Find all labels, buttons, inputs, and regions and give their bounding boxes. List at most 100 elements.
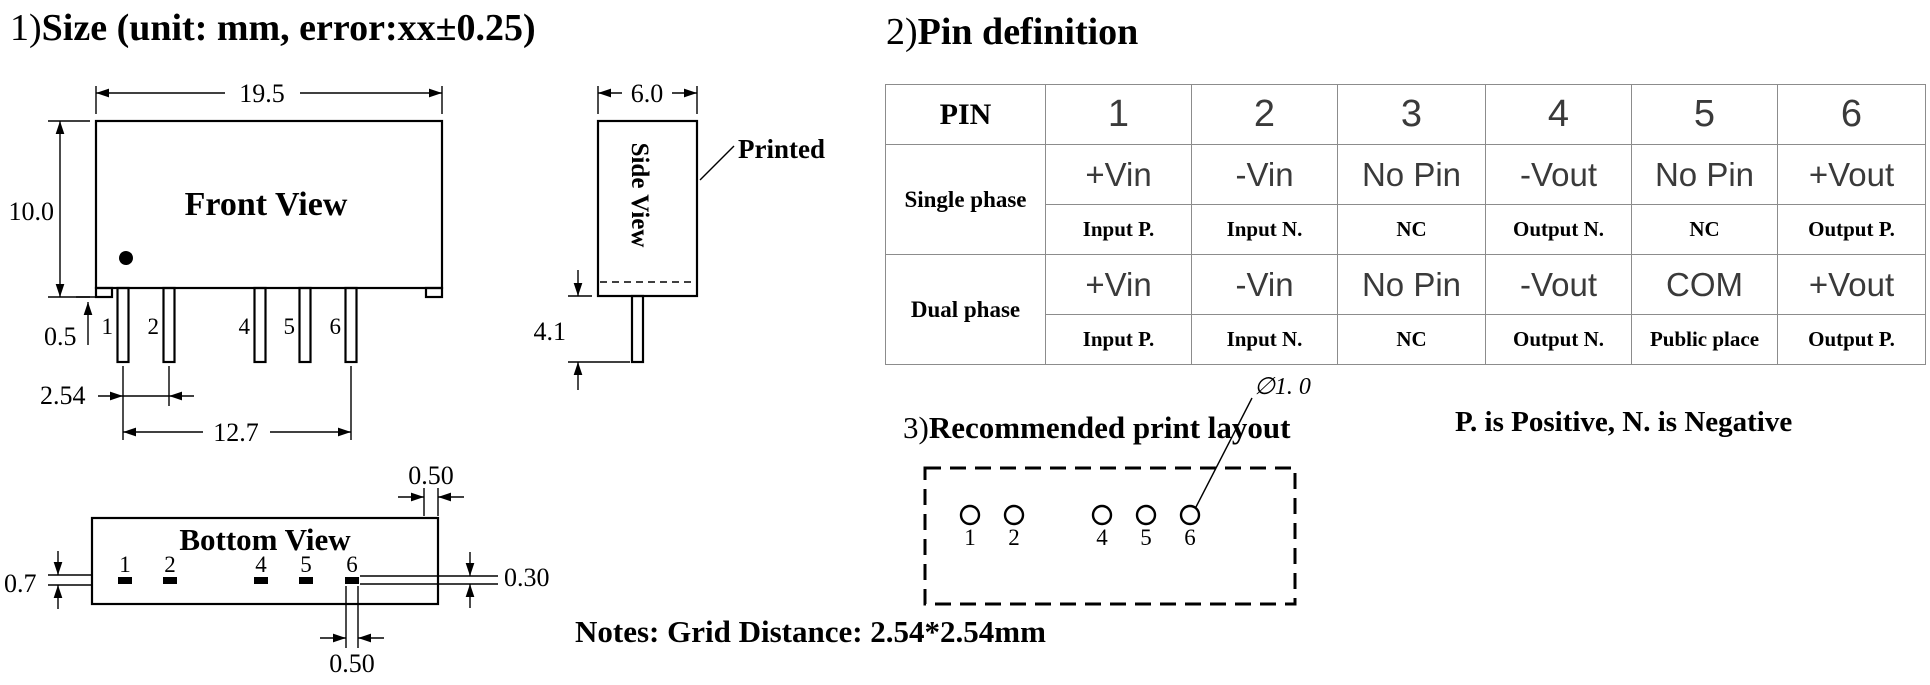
pad-number: 1 (964, 525, 976, 550)
value-cell: No Pin (1631, 144, 1778, 205)
dim-pin-length: 4.1 (534, 270, 630, 390)
pad-number: 6 (1184, 525, 1196, 550)
value-cell: -Vin (1191, 254, 1338, 315)
dim-text: 0.50 (408, 461, 454, 490)
label-cell: Output N. (1485, 314, 1632, 365)
dim-pad-length: 0.7 (4, 551, 92, 609)
dual-phase-value-row: Dual phase +Vin -Vin No Pin -Vout COM +V… (885, 254, 1926, 365)
label-cell: Input P. (1045, 314, 1192, 365)
printed-marking: Printed (699, 134, 825, 181)
dim-body-width: 19.5 (95, 79, 443, 114)
pin-number: 4 (239, 314, 251, 339)
dim-text: 19.5 (239, 79, 285, 108)
front-view: Front View 1 2 4 5 6 19.5 (9, 79, 444, 447)
mechanical-drawings: Front View 1 2 4 5 6 19.5 (4, 79, 825, 678)
pad-hole (959, 504, 981, 526)
table-header-row: PIN 1 2 3 4 5 6 (885, 84, 1926, 145)
dim-pin-span: 12.7 (123, 366, 352, 447)
dim-text: 4.1 (534, 317, 567, 346)
dim-text: 0.50 (329, 649, 375, 678)
label-cell: NC (1631, 204, 1778, 255)
pin-lead (298, 286, 312, 364)
label-cell: Output P. (1777, 204, 1926, 255)
pad-number: 4 (1096, 525, 1108, 550)
pin-definition-title: 2)Pin definition (886, 10, 1138, 54)
size-title-prefix: 1) (10, 7, 42, 49)
print-layout-title-prefix: 3) (903, 410, 929, 445)
pin-column-header: PIN (885, 84, 1046, 145)
dim-pad-thickness: 0.30 (360, 552, 550, 608)
front-view-foot-right (424, 286, 444, 299)
print-layout-drawing: 1 2 4 5 6 ∅1. 0 (923, 374, 1311, 606)
pin-lead (116, 286, 130, 364)
label-cell: Input N. (1191, 204, 1338, 255)
dim-text: 2.54 (40, 381, 86, 410)
pin-definition-title-text: Pin definition (917, 11, 1139, 53)
value-cell: +Vin (1045, 144, 1192, 205)
dim-text: 0.30 (504, 563, 550, 592)
pin-number: 5 (284, 314, 296, 339)
pad-diameter-label: ∅1. 0 (1254, 374, 1311, 400)
pin-number: 6 (330, 314, 342, 339)
dim-text: 0.5 (44, 322, 77, 351)
pad-number: 2 (164, 552, 176, 577)
front-view-pins: 1 2 4 5 6 (102, 286, 358, 364)
value-cell: COM (1631, 254, 1778, 315)
pad-number: 1 (119, 552, 131, 577)
pin-definition-title-prefix: 2) (886, 11, 918, 53)
dim-text: 0.7 (4, 569, 37, 598)
bottom-view-label: Bottom View (179, 522, 351, 557)
label-cell: Input N. (1191, 314, 1338, 365)
label-cell: Public place (1631, 314, 1778, 365)
front-view-foot-left (94, 286, 114, 299)
pin-number-header: 5 (1631, 84, 1778, 145)
pad-hole (1179, 504, 1201, 526)
phase-cell-dual: Dual phase (885, 254, 1046, 365)
grid-distance-note: Notes: Grid Distance: 2.54*2.54mm (575, 614, 1046, 649)
value-cell: +Vout (1777, 254, 1926, 315)
solder-pad (299, 577, 313, 584)
side-view-body (596, 119, 699, 298)
label-cell: NC (1337, 314, 1486, 365)
dim-pad-width: 0.50 (320, 586, 384, 678)
pad-number: 2 (1008, 525, 1020, 550)
dual-phase-label-row: Input P. Input N. NC Output N. Public pl… (886, 314, 1926, 365)
label-cell: NC (1337, 204, 1486, 255)
dim-text: 10.0 (9, 197, 55, 226)
print-layout-title-text: Recommended print layout (928, 410, 1291, 445)
pin-number-header: 1 (1045, 84, 1192, 145)
polarity-footnote: P. is Positive, N. is Negative (1455, 406, 1793, 438)
value-cell: No Pin (1337, 254, 1486, 315)
phase-cell-single: Single phase (885, 144, 1046, 255)
print-layout-outline (923, 466, 1297, 606)
label-cell: Output N. (1485, 204, 1632, 255)
pad-number: 6 (346, 552, 358, 577)
pad-number: 5 (1140, 525, 1152, 550)
dim-text: 12.7 (213, 418, 259, 447)
solder-pad (118, 577, 132, 584)
pin-lead (253, 286, 267, 364)
dim-text: 6.0 (631, 79, 664, 108)
value-cell: -Vin (1191, 144, 1338, 205)
bottom-view-body (90, 516, 440, 606)
value-cell: +Vout (1777, 144, 1926, 205)
bottom-view: Bottom View 1 2 4 5 6 0.50 (4, 461, 550, 678)
pin-number-header: 2 (1191, 84, 1338, 145)
value-cell: +Vin (1045, 254, 1192, 315)
pin-lead (344, 286, 358, 364)
side-view: Side View 6.0 Printed 4.1 (534, 79, 825, 390)
pin-number-header: 6 (1777, 84, 1926, 145)
dim-depth: 6.0 (597, 79, 698, 114)
pin-lead (162, 286, 176, 364)
label-cell: Input P. (1045, 204, 1192, 255)
value-cell: -Vout (1485, 144, 1632, 205)
front-view-body (94, 119, 444, 290)
printed-label: Printed (738, 134, 825, 164)
bottom-view-pads: 1 2 4 5 6 (118, 552, 359, 584)
pin-number: 2 (148, 314, 160, 339)
size-section-title: 1)Size (unit: mm, error:xx±0.25) (10, 6, 536, 50)
pad-hole (1003, 504, 1025, 526)
dim-standoff: 0.5 (44, 296, 96, 351)
print-layout-title: 3)Recommended print layout (903, 410, 1290, 446)
solder-pad (345, 577, 359, 584)
